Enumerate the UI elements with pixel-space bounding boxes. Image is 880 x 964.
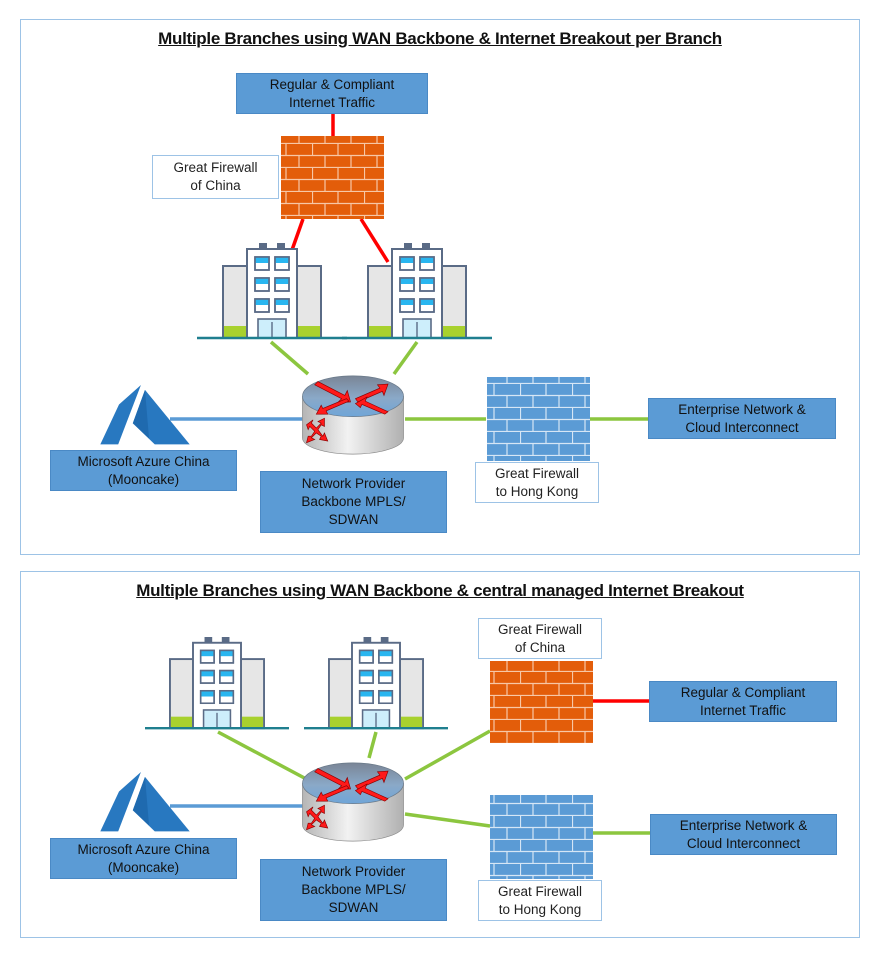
panel-title: Multiple Branches using WAN Backbone & c… — [136, 581, 744, 600]
link-branch-1-to-router — [269, 340, 310, 376]
gfw-hongkong-label: Great Firewall to Hong Kong — [475, 462, 599, 503]
building-icon — [195, 241, 349, 340]
internet-traffic-label: Regular & Compliant Internet Traffic — [649, 681, 837, 722]
enterprise-network-label: Enterprise Network & Cloud Interconnect — [650, 814, 837, 855]
firewall-china-icon — [281, 136, 384, 219]
azure-china-label: Microsoft Azure China (Mooncake) — [50, 450, 237, 491]
link-branch-1-to-router — [217, 730, 311, 783]
router-icon — [302, 762, 404, 842]
link-branch-2-to-router — [392, 340, 419, 376]
network-provider-label: Network Provider Backbone MPLS/ SDWAN — [260, 859, 447, 921]
building-icon — [302, 635, 450, 730]
link-branch-2-to-router — [367, 731, 378, 759]
gfw-hongkong-label: Great Firewall to Hong Kong — [478, 880, 602, 921]
building-icon — [143, 635, 291, 730]
link-router-to-hk-firewall — [404, 812, 491, 828]
gfw-china-label: Great Firewall of China — [152, 155, 279, 199]
enterprise-network-label: Enterprise Network & Cloud Interconnect — [648, 398, 836, 439]
panel-title: Multiple Branches using WAN Backbone & I… — [158, 29, 722, 48]
firewall-hongkong-icon — [487, 377, 590, 461]
building-icon — [340, 241, 494, 340]
firewall-hongkong-icon — [490, 795, 593, 879]
firewall-china-icon — [490, 661, 593, 743]
link-firewall-to-branch-2 — [359, 218, 390, 263]
azure-china-label: Microsoft Azure China (Mooncake) — [50, 838, 237, 879]
router-icon — [302, 375, 404, 455]
link-firewall-to-branch-1 — [290, 218, 305, 251]
gfw-china-label: Great Firewall of China — [478, 618, 602, 659]
azure-logo-icon — [100, 385, 190, 445]
link-router-to-china-firewall — [404, 729, 491, 781]
internet-traffic-label: Regular & Compliant Internet Traffic — [236, 73, 428, 114]
azure-logo-icon — [100, 772, 190, 832]
network-provider-label: Network Provider Backbone MPLS/ SDWAN — [260, 471, 447, 533]
